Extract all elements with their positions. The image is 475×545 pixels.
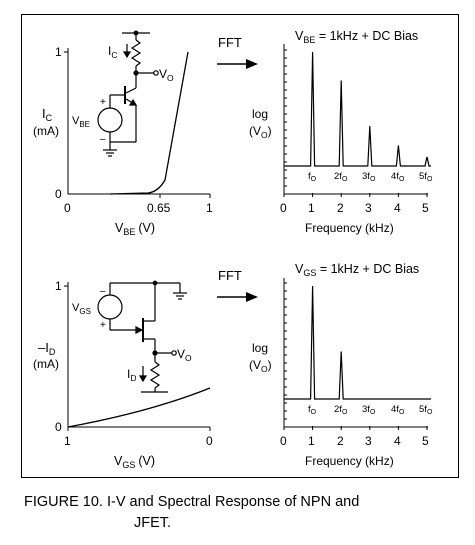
npn-spectrum-x-tick-label: 3: [365, 201, 372, 215]
jfet-iv-x-tick-label: 0: [206, 434, 213, 448]
npn-spectrum-x-tick-label: 5: [422, 201, 429, 215]
npn-circuit: [97, 30, 159, 157]
npn-iv-plot: 1 0 0 0.65 1 IC (mA) VBE(V): [33, 45, 213, 237]
npn-emitter-arrow: [128, 98, 138, 106]
jfet-iv-y-tick-label: 1: [55, 279, 62, 293]
npn-fft-arrow: FFT: [217, 35, 258, 69]
npn-collector-lead: [125, 87, 137, 94]
npn-spectrum-x-tick-label: 0: [280, 201, 287, 215]
jfet-fft-arrow-head: [246, 292, 258, 302]
npn-iv-ylabel-unit: (mA): [33, 124, 59, 138]
jfet-iv-x-tick-label: 1: [64, 434, 71, 448]
npn-spectrum-x-tick-label: 1: [308, 201, 315, 215]
jfet-spectrum-trace: [284, 285, 431, 400]
jfet-id-arrow-head: [138, 375, 148, 383]
npn-vbe-label: VBE: [72, 115, 90, 129]
npn-fft-arrow-head: [246, 59, 258, 69]
jfet-harmonic-label: 5fO: [419, 404, 433, 416]
npn-iv-x-tick-label: 0: [64, 201, 71, 215]
jfet-spectrum-x-ticks: [283, 426, 428, 430]
npn-iv-x-tick-label: 1: [206, 201, 213, 215]
npn-iv-xlabel: VBE(V): [115, 221, 155, 237]
npn-collector-resistor: [130, 39, 142, 67]
npn-spectrum-x-tick-label: 2: [337, 201, 344, 215]
jfet-circuit: [97, 280, 187, 393]
npn-spectrum-x-ticks: [283, 193, 428, 197]
jfet-spectrum-ylabel-log: log: [252, 341, 268, 355]
jfet-harmonic-label: 4fO: [391, 404, 405, 416]
jfet-fft-label: FFT: [218, 268, 242, 283]
figure-frame: [21, 14, 459, 478]
figure-caption: FIGURE 10. I-V and Spectral Response of …: [24, 492, 460, 534]
npn-fft-label: FFT: [218, 35, 242, 50]
npn-spectrum-plot: VBE = 1kHz + DC Bias log (VO) fO 2fO 3fO…: [249, 29, 433, 235]
npn-spectrum-xlabel: Frequency (kHz): [305, 221, 394, 235]
npn-spectrum-trace: [284, 51, 431, 167]
jfet-fft-arrow: FFT: [217, 268, 258, 302]
jfet-spectrum-x-tick-label: 2: [337, 434, 344, 448]
npn-iv-curve: [109, 51, 189, 195]
jfet-harmonic-label: 2fO: [334, 404, 348, 416]
npn-harmonic-label: fO: [308, 171, 317, 183]
npn-node-dot: [133, 70, 139, 76]
jfet-spectrum-x-tick-label: 1: [308, 434, 315, 448]
jfet-spectrum-ylabel: (VO): [249, 358, 272, 374]
jfet-vgs-label: VGS: [72, 302, 91, 316]
npn-spectrum-y-ticks: [284, 49, 287, 187]
jfet-source-minus: –: [100, 286, 106, 297]
npn-harmonic-label: 5fO: [419, 171, 433, 183]
jfet-spectrum-y-ticks: [284, 282, 287, 420]
npn-output-terminal: [153, 70, 159, 76]
npn-iv-x-tick-label: 0.65: [147, 201, 171, 215]
jfet-spectrum-title: VGS = 1kHz + DC Bias: [295, 262, 419, 278]
jfet-vgs-source: [97, 294, 123, 320]
npn-harmonic-label: 4fO: [391, 171, 405, 183]
npn-ic-arrow-head: [122, 51, 132, 59]
npn-ic-label: IC: [108, 44, 117, 60]
caption-line-1: FIGURE 10. I-V and Spectral Response of …: [24, 494, 360, 510]
jfet-iv-y-tick-label: 0: [55, 420, 62, 434]
npn-supply-dot: [133, 30, 139, 36]
npn-spectrum-ylabel-log: log: [252, 107, 268, 121]
jfet-spectrum-x-tick-label: 0: [280, 434, 287, 448]
jfet-drain-resistor: [149, 361, 161, 389]
jfet-spectrum-x-tick-label: 5: [422, 434, 429, 448]
jfet-iv-ylabel: –ID: [38, 340, 56, 357]
jfet-spectrum-plot: VGS = 1kHz + DC Bias log (VO) fO 2fO 3fO…: [249, 262, 433, 468]
npn-source-plus: +: [100, 97, 106, 108]
jfet-output-terminal: [171, 350, 177, 356]
npn-spectrum-x-tick-label: 4: [394, 201, 401, 215]
npn-harmonic-label: 2fO: [334, 171, 348, 183]
npn-vo-label: VO: [159, 67, 174, 83]
jfet-iv-plot: 1 0 1 0 –ID (mA) VGS(V): [33, 279, 213, 470]
npn-spectrum-title: VBE = 1kHz + DC Bias: [295, 29, 418, 45]
jfet-iv-curve: [67, 387, 211, 428]
jfet-rail-dot: [152, 280, 158, 286]
jfet-source-plus: +: [100, 320, 106, 331]
jfet-gate-arrow: [135, 326, 144, 334]
jfet-harmonic-label: fO: [308, 404, 317, 416]
jfet-spectrum-xlabel: Frequency (kHz): [305, 454, 394, 468]
jfet-harmonic-label: 3fO: [362, 404, 376, 416]
jfet-spectrum-x-tick-label: 3: [365, 434, 372, 448]
npn-iv-y-tick-label: 0: [55, 187, 62, 201]
caption-line-2: JFET.: [134, 515, 172, 531]
npn-iv-y-tick-label: 1: [55, 45, 62, 59]
jfet-spectrum-x-tick-label: 4: [394, 434, 401, 448]
npn-source-minus: –: [100, 134, 106, 145]
npn-iv-ylabel: IC: [42, 106, 53, 123]
jfet-vo-label: VO: [177, 347, 192, 363]
jfet-iv-xlabel: VGS(V): [114, 454, 155, 470]
npn-harmonic-label: 3fO: [362, 171, 376, 183]
jfet-iv-ylabel-unit: (mA): [33, 357, 59, 371]
jfet-id-label: ID: [127, 367, 136, 383]
npn-vbe-source: [97, 107, 123, 133]
npn-spectrum-ylabel: (VO): [249, 124, 272, 140]
